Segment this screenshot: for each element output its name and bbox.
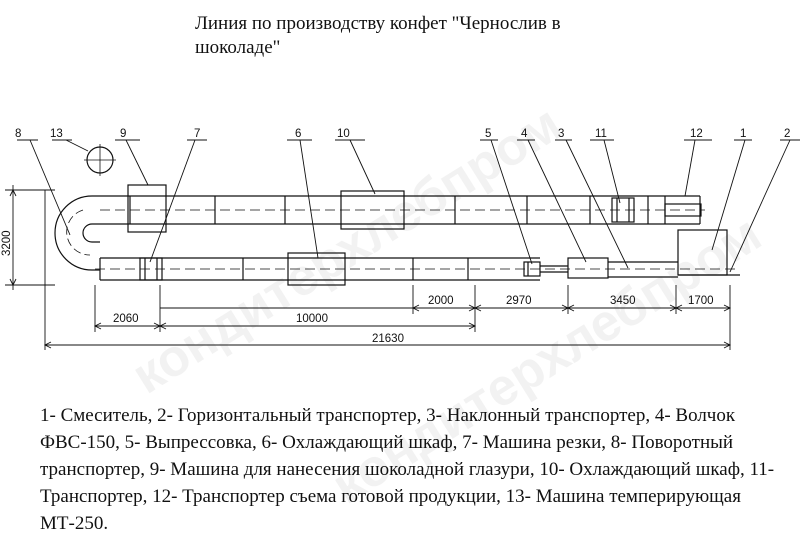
component-legend: 1- Смеситель, 2- Горизонтальный транспор… <box>40 405 775 534</box>
dimension-1700: 1700 <box>688 295 714 307</box>
callout-13: 13 <box>50 128 63 140</box>
conveyor-11 <box>611 197 635 223</box>
dimension-2970: 2970 <box>506 295 532 307</box>
callout-6: 6 <box>295 128 301 140</box>
callout-3: 3 <box>558 128 564 140</box>
callout-12: 12 <box>690 128 703 140</box>
callout-11: 11 <box>595 128 607 140</box>
dimension-lines <box>5 185 732 350</box>
callout-2: 2 <box>784 128 790 140</box>
dimension-2060: 2060 <box>113 313 139 325</box>
callout-10: 10 <box>337 128 350 140</box>
cooling-cabinet-6 <box>287 252 346 286</box>
callout-8: 8 <box>15 128 21 140</box>
dimension-3450: 3450 <box>610 295 636 307</box>
tempering-machine-13 <box>84 144 116 176</box>
turning-conveyor-8 <box>54 195 100 271</box>
lower-conveyor <box>95 257 740 281</box>
callout-4: 4 <box>521 128 528 140</box>
removal-conveyor-12 <box>664 203 702 217</box>
dimension-2000: 2000 <box>428 295 454 307</box>
inclined-conveyor-3 <box>608 261 678 278</box>
mixer-1 <box>677 229 728 276</box>
dimension-height: 3200 <box>1 230 13 256</box>
callout-7: 7 <box>194 128 200 140</box>
callout-leaders <box>17 139 800 273</box>
extrusion-5 <box>523 261 568 277</box>
cooling-cabinet-10 <box>340 190 405 230</box>
diagram-title: Линия по производству конфет "Чернослив … <box>195 13 561 58</box>
spinner-4 <box>567 257 609 279</box>
dimension-total: 21630 <box>372 333 404 345</box>
glazing-machine-9 <box>127 184 167 233</box>
callout-9: 9 <box>120 128 126 140</box>
callout-5: 5 <box>485 128 491 140</box>
upper-conveyor <box>100 195 705 225</box>
callout-1: 1 <box>740 128 746 140</box>
dimension-10000: 10000 <box>296 313 328 325</box>
